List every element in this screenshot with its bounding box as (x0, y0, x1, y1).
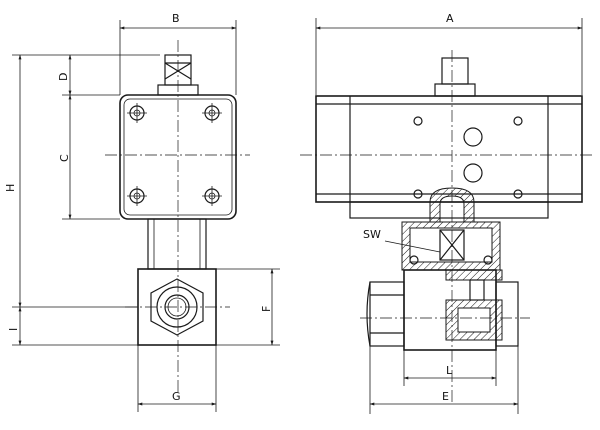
bracket-neck (147, 218, 207, 270)
end-cap-left (369, 281, 405, 347)
actuator-body (315, 95, 583, 203)
ball-section (445, 299, 503, 341)
callout-sw: SW (363, 228, 381, 241)
sw-leader (384, 240, 441, 253)
dim-label-c: C (58, 154, 71, 162)
dim-label-g: G (172, 390, 181, 403)
front-view: SW L E A (300, 12, 595, 414)
dim-label-i: I (7, 328, 20, 331)
dim-label-b: B (172, 12, 180, 25)
dim-label-a: A (446, 12, 454, 25)
coupling-section (429, 187, 475, 223)
dim-label-f: F (260, 306, 273, 312)
mounting-bolts (127, 103, 222, 206)
dim-label-h: H (4, 184, 17, 192)
actuator-holes (413, 116, 523, 199)
side-view: B H D C I F G (4, 12, 280, 412)
dim-label-d: D (57, 73, 70, 81)
hex-port (150, 278, 204, 336)
dim-label-e: E (442, 390, 449, 403)
stem-section (445, 269, 503, 281)
position-indicator-front (441, 57, 469, 85)
dim-label-l: L (446, 364, 453, 377)
